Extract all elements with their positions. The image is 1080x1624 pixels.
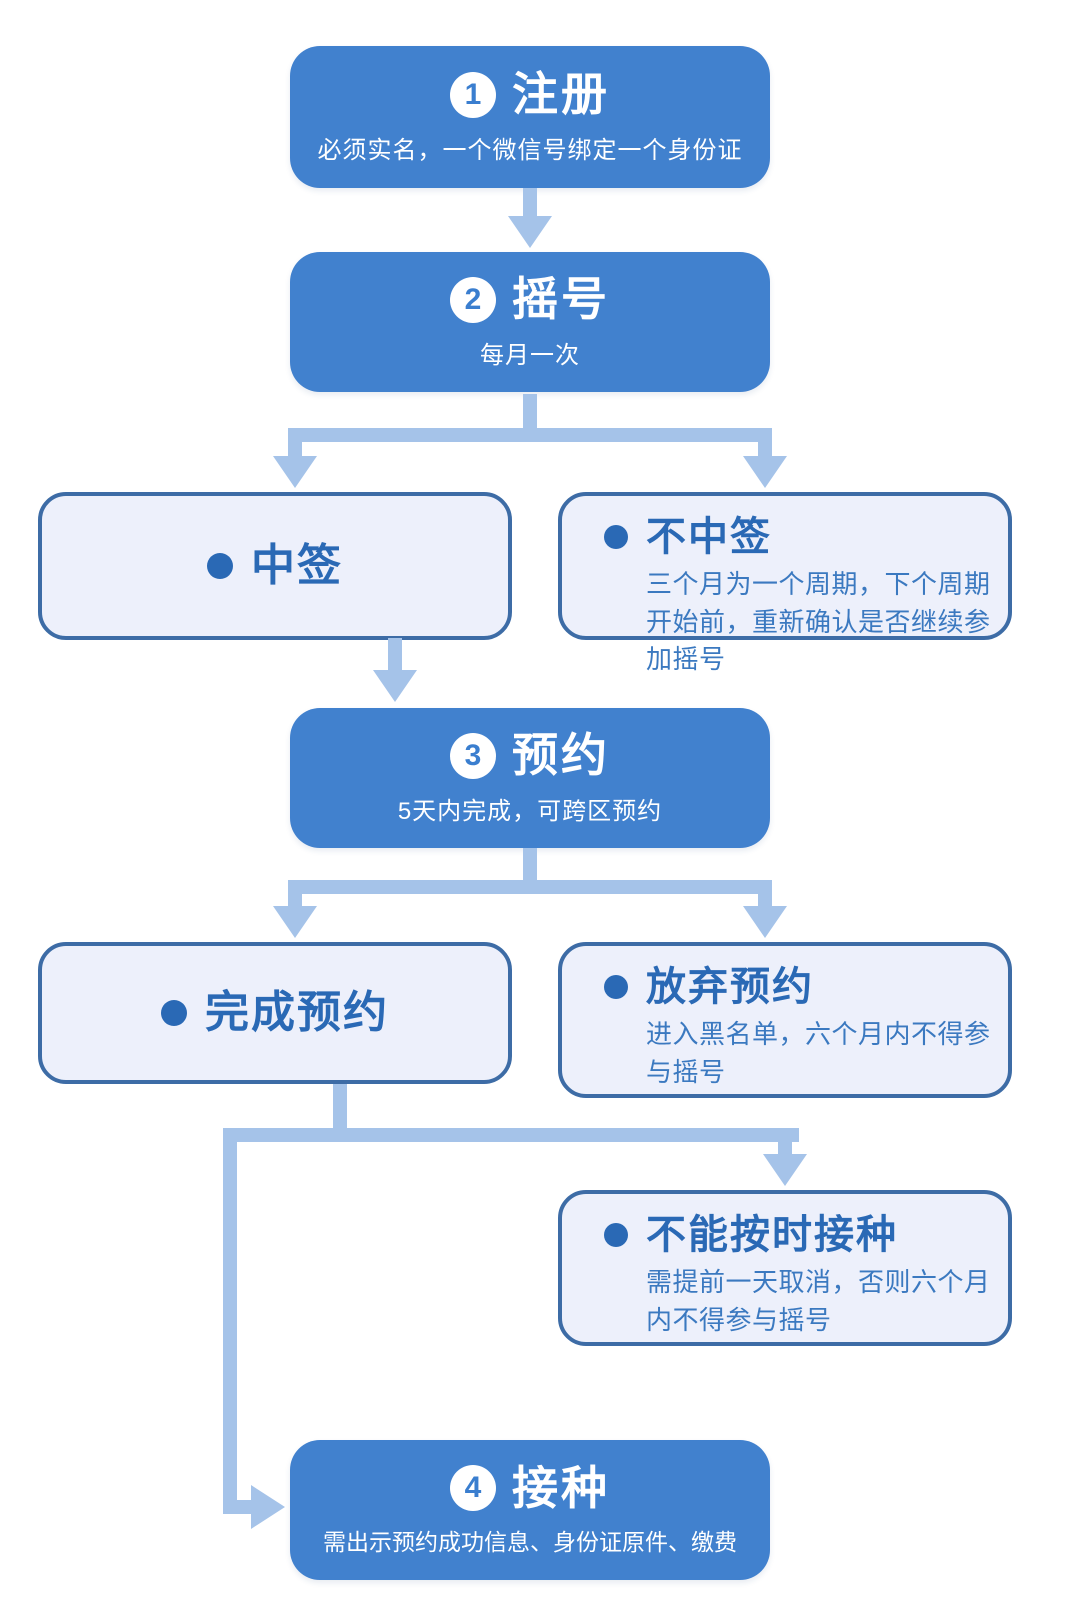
branch-appointment-right-drop (758, 880, 772, 908)
branch-appointment-left-drop (288, 880, 302, 908)
step-box-vaccination: 4 接种 需出示预约成功信息、身份证原件、缴费 (290, 1440, 770, 1580)
outcome-title-row: 放弃预约 (604, 964, 994, 1010)
step-box-appointment: 3 预约 5天内完成，可跨区预约 (290, 708, 770, 848)
step-title-row: 1 注册 (450, 69, 610, 120)
arrowhead-down-icon (273, 456, 317, 488)
bullet-dot-icon (161, 1000, 187, 1026)
outcome-box-not-selected: 不中签 三个月为一个周期，下个周期开始前，重新确认是否继续参加摇号 (558, 492, 1012, 674)
step-subtitle: 每月一次 (480, 341, 580, 369)
connector-completed-bottom-run (223, 1500, 253, 1514)
bullet-dot-icon (604, 525, 628, 549)
outcome-title-row: 中签 (207, 541, 343, 592)
arrowhead-down-icon (743, 456, 787, 488)
branch-lottery-left-drop (288, 428, 302, 458)
branch-lottery-stub (523, 394, 537, 430)
connector-completed-left-drop (223, 1128, 237, 1514)
bullet-dot-icon (604, 1223, 628, 1247)
step-subtitle: 需出示预约成功信息、身份证原件、缴费 (323, 1529, 737, 1556)
step-number-badge: 2 (450, 276, 496, 323)
outcome-detail: 三个月为一个周期，下个周期开始前，重新确认是否继续参加摇号 (646, 569, 991, 675)
outcome-title: 不能按时接种 (646, 1213, 898, 1257)
arrowhead-down-icon (373, 670, 417, 702)
step-box-register: 1 注册 必须实名，一个微信号绑定一个身份证 (290, 46, 770, 188)
outcome-title-row: 不能按时接种 (604, 1212, 994, 1258)
outcome-box-appointment-completed: 完成预约 (38, 942, 512, 1084)
bullet-dot-icon (604, 975, 628, 999)
branch-lottery-right-drop (758, 428, 772, 458)
outcome-title: 放弃预约 (646, 965, 814, 1009)
branch-lottery-bar (288, 428, 772, 442)
arrowhead-down-icon (273, 906, 317, 938)
connector-completed-right-drop (778, 1128, 792, 1156)
outcome-title: 中签 (251, 540, 343, 590)
bullet-dot-icon (207, 553, 233, 579)
outcome-title-row: 不中签 (604, 514, 994, 560)
connector-completed-bar (223, 1128, 799, 1142)
arrowhead-down-icon (763, 1154, 807, 1186)
outcome-box-appointment-abandoned: 放弃预约 进入黑名单，六个月内不得参与摇号 (558, 942, 1012, 1098)
step-title: 接种 (512, 1461, 610, 1514)
connector-completed-stub (333, 1084, 347, 1130)
step-number-badge: 4 (450, 1465, 496, 1511)
branch-appointment-stub (523, 848, 537, 882)
outcome-box-selected: 中签 (38, 492, 512, 640)
step-box-lottery: 2 摇号 每月一次 (290, 252, 770, 392)
step-title-row: 4 接种 (450, 1463, 610, 1514)
branch-appointment-bar (288, 880, 772, 894)
step-title: 预约 (512, 729, 610, 782)
arrow-selected-to-appointment-shaft (388, 638, 402, 672)
arrowhead-down-icon (743, 906, 787, 938)
step-title-row: 3 预约 (450, 730, 610, 781)
arrowhead-down-icon (508, 216, 552, 248)
outcome-title: 不中签 (646, 515, 772, 559)
step-number-badge: 1 (450, 71, 496, 118)
step-subtitle: 必须实名，一个微信号绑定一个身份证 (317, 136, 743, 164)
outcome-detail: 进入黑名单，六个月内不得参与摇号 (646, 1019, 991, 1087)
step-title: 摇号 (512, 273, 610, 326)
outcome-title: 完成预约 (205, 987, 389, 1037)
outcome-detail: 需提前一天取消，否则六个月内不得参与摇号 (646, 1267, 991, 1335)
arrowhead-right-icon (251, 1485, 285, 1529)
step-title: 注册 (512, 68, 610, 121)
step-title-row: 2 摇号 (450, 274, 610, 325)
arrow-register-to-lottery-shaft (523, 188, 537, 218)
step-number-badge: 3 (450, 732, 496, 779)
outcome-title-row: 完成预约 (161, 988, 389, 1039)
outcome-box-cannot-vaccinate-on-time: 不能按时接种 需提前一天取消，否则六个月内不得参与摇号 (558, 1190, 1012, 1346)
step-subtitle: 5天内完成，可跨区预约 (397, 797, 663, 825)
